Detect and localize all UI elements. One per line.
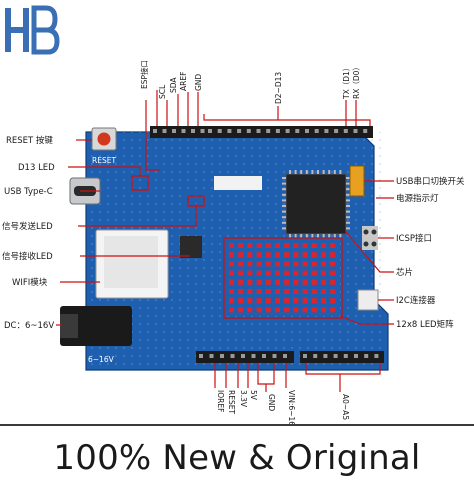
label-wifi-module: WIFI模块 bbox=[12, 277, 48, 288]
main-chip bbox=[285, 173, 347, 235]
label-esp: ESP接口 bbox=[139, 60, 149, 89]
divider bbox=[0, 424, 474, 426]
label-sda: SDA bbox=[169, 77, 178, 93]
label-5v: 5V bbox=[249, 390, 258, 401]
silk-reset: RESET bbox=[92, 156, 116, 165]
silk-voltage: 6~16V bbox=[88, 355, 115, 364]
label-dc-input: DC：6~16V bbox=[4, 321, 54, 331]
label-chip: 芯片 bbox=[396, 267, 413, 278]
label-scl: SCL bbox=[158, 84, 167, 99]
label-d2-d13: D2~D13 bbox=[274, 72, 283, 104]
label-rx: RX（D0） bbox=[352, 63, 361, 99]
i2c-connector bbox=[357, 289, 379, 311]
icsp-header bbox=[362, 226, 378, 250]
label-reset-pin: RESET bbox=[227, 390, 236, 414]
label-usb-c: USB Type-C bbox=[4, 187, 53, 197]
label-d13-led: D13 LED bbox=[18, 163, 55, 173]
label-tx: TX（D1） bbox=[342, 64, 351, 100]
label-ioref: IOREF bbox=[216, 390, 225, 412]
label-usb-switch: USB串口切换开关 bbox=[396, 176, 465, 187]
board-diagram: RESET 6~16V bbox=[2, 60, 465, 424]
label-i2c: I2C连接器 bbox=[396, 295, 436, 306]
led-matrix bbox=[226, 240, 340, 316]
label-reset-button: RESET 按键 bbox=[6, 135, 53, 146]
label-vin: VIN:6~16V bbox=[287, 390, 296, 424]
label-tx-led: 信号发送LED bbox=[2, 221, 53, 232]
label-a0-a5: A0~A5 bbox=[341, 394, 350, 420]
label-led-matrix: 12x8 LED矩阵 bbox=[396, 319, 454, 330]
label-3v3: 3.3V bbox=[239, 390, 248, 408]
label-aref: AREF bbox=[179, 72, 188, 91]
label-gnd-pin: GND bbox=[267, 394, 276, 411]
label-power-led: 电源指示灯 bbox=[396, 193, 439, 204]
headline: 100% New & Original bbox=[53, 438, 421, 478]
label-gnd: GND bbox=[194, 74, 203, 91]
label-icsp: ICSP接口 bbox=[396, 233, 432, 244]
usb-switch bbox=[349, 165, 365, 197]
label-rx-led: 信号接收LED bbox=[2, 251, 53, 262]
brand-logo bbox=[4, 4, 60, 56]
